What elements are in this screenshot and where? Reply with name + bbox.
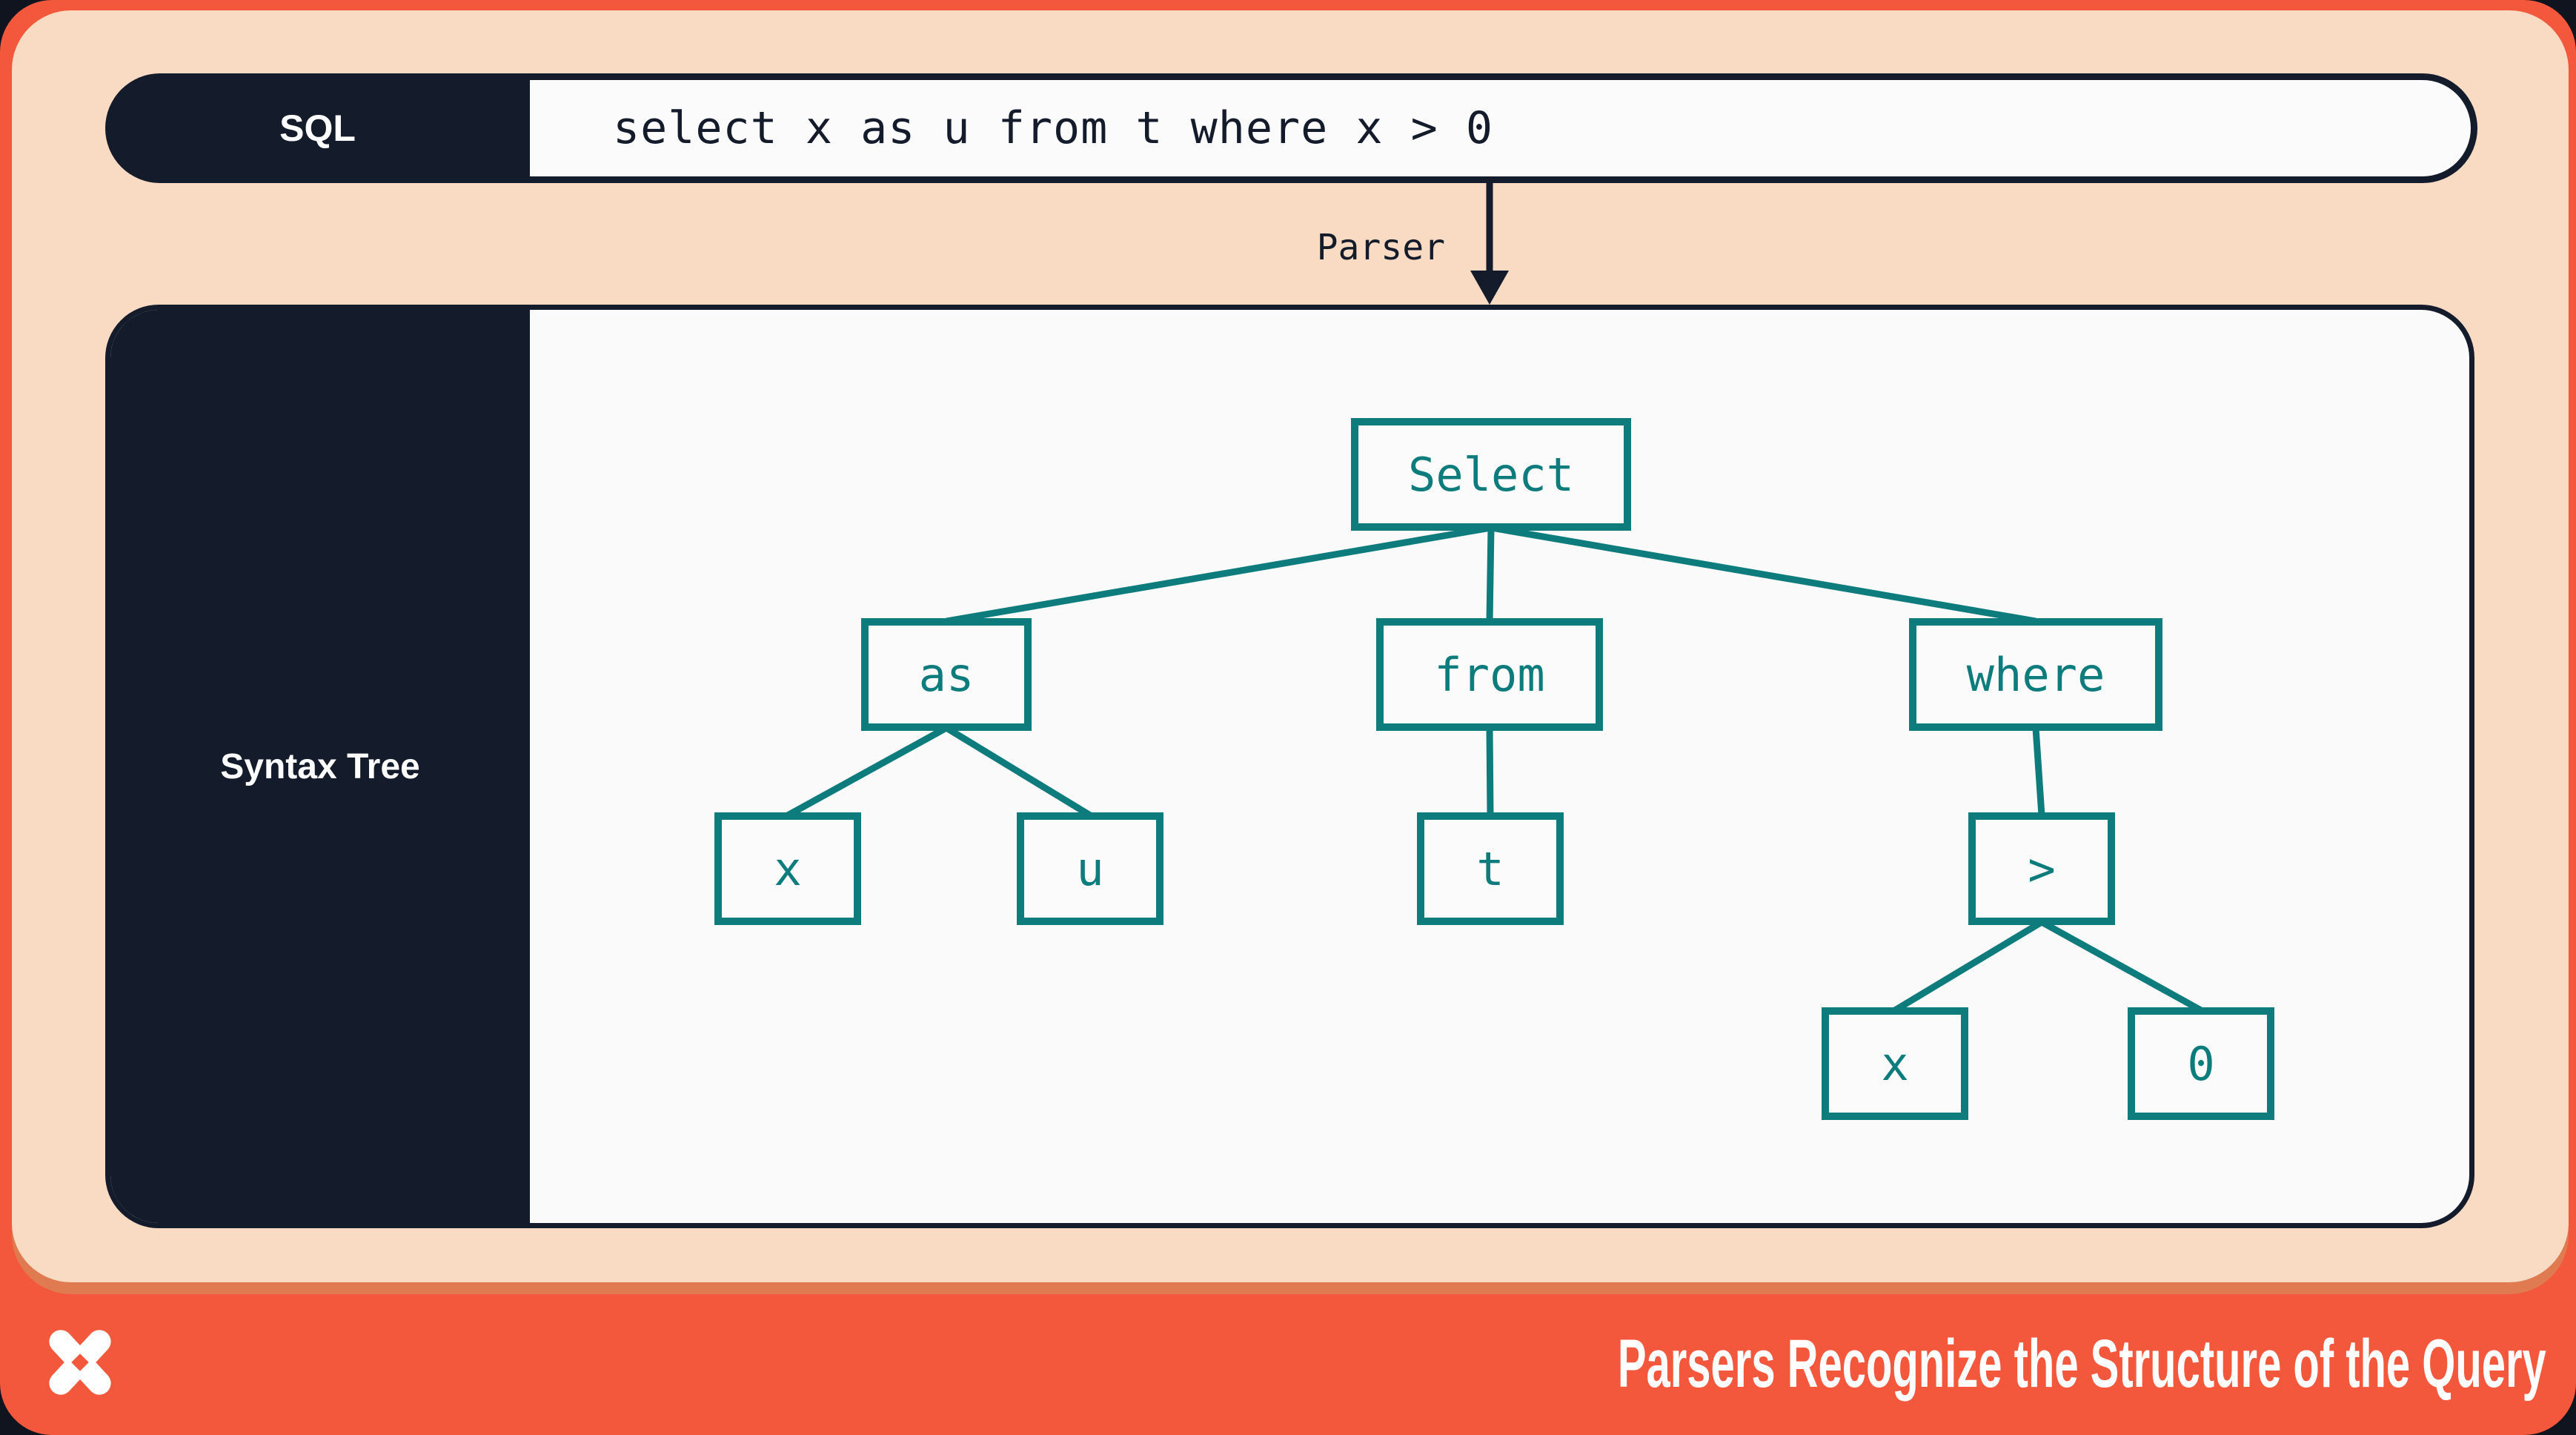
tree-node-t: t <box>1417 812 1564 925</box>
sql-bar-label: SQL <box>279 107 356 149</box>
content-card: SQL select x as u from t where x > 0 Par… <box>12 10 2569 1282</box>
tree-node-as: as <box>861 618 1032 731</box>
tree-edge-where-gt <box>2032 727 2045 816</box>
tree-node-from: from <box>1376 618 1603 731</box>
sql-bar: SQL select x as u from t where x > 0 <box>105 73 2477 183</box>
tree-edge-gt-zero <box>2039 919 2203 1013</box>
tree-edge-select-where <box>1490 524 2036 625</box>
tree-edge-as-u <box>944 725 1092 818</box>
tree-node-select: Select <box>1351 418 1631 531</box>
tree-node-zero: 0 <box>2128 1007 2274 1120</box>
syntax-tree-label: Syntax Tree <box>220 746 420 786</box>
tree-edges <box>786 524 2203 1013</box>
tree-edge-gt-x2 <box>1893 919 2044 1013</box>
tree-node-gt: > <box>1968 812 2115 925</box>
footer-title: Parsers Recognize the Structure of the Q… <box>1618 1326 2546 1402</box>
tree-node-u: u <box>1017 812 1163 925</box>
tree-node-x1: x <box>714 812 861 925</box>
tree-edge-select-as <box>946 524 1492 625</box>
sql-query-text: select x as u from t where x > 0 <box>613 102 1493 154</box>
tree-node-where: where <box>1909 618 2162 731</box>
x-pinwheel-logo-icon <box>49 1330 111 1395</box>
parser-label: Parser <box>1316 227 1445 268</box>
syntax-tree-sidebar: Syntax Tree <box>110 310 530 1223</box>
down-arrow-icon <box>1470 183 1509 305</box>
sql-query-field: select x as u from t where x > 0 <box>530 80 2471 176</box>
footer-band: Parsers Recognize the Structure of the Q… <box>0 1293 2576 1435</box>
tree-edge-select-from <box>1486 527 1495 622</box>
tree-node-x2: x <box>1822 1007 1968 1120</box>
tree-edge-as-x1 <box>786 725 949 818</box>
